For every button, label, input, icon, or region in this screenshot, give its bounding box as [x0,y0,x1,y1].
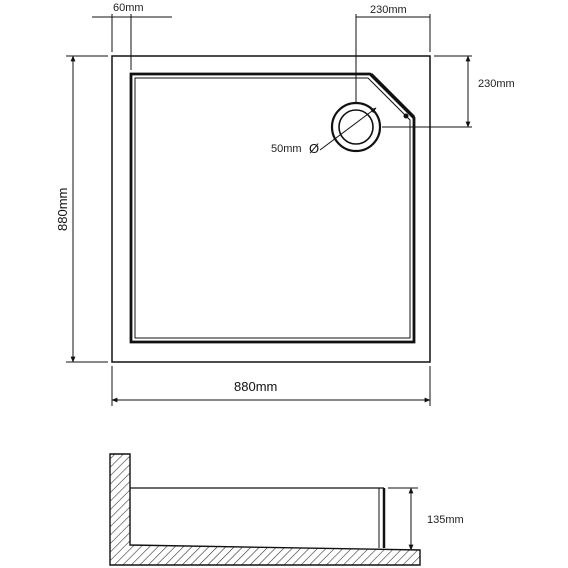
top-view: 60mm 230mm 230mm 50mm Ø 880mm 880mm [55,2,515,406]
tray-basin-outline [129,72,416,344]
section-profile [109,453,421,566]
section-view: 135mm [109,453,464,566]
tray-basin-inner-edge [134,77,411,339]
rim-width-label: 60mm [113,2,144,14]
chamfer-end-dot [403,113,409,119]
waste-offset-x-label: 230mm [370,4,407,16]
waste-offset-y-label: 230mm [478,78,515,90]
waste-outlet-outer [330,101,382,153]
width-label: 880mm [234,379,277,394]
tray-outer-outline [111,55,431,363]
waste-diameter-label: 50mm [271,143,302,155]
depth-label: 135mm [427,514,464,526]
diameter-symbol: Ø [309,141,319,156]
height-label: 880mm [55,188,70,231]
diameter-leader [319,107,377,151]
chamfer-edge [369,72,416,119]
waste-outlet-inner [338,109,374,145]
